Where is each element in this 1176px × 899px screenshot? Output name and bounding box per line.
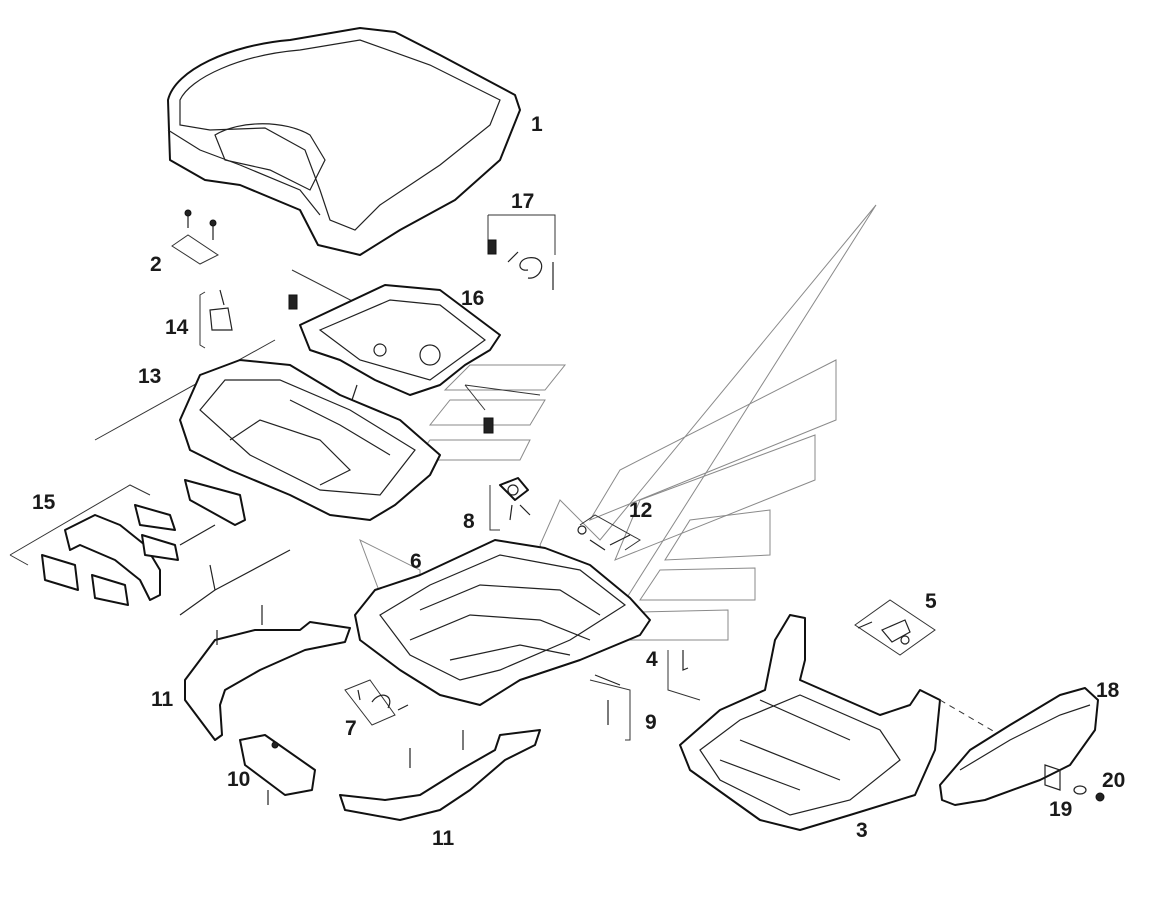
label-1: 1 [531, 113, 543, 136]
clip-5 [854, 599, 936, 656]
label-16: 16 [461, 287, 484, 310]
label-14: 14 [165, 316, 189, 339]
spring-kit [487, 214, 556, 290]
label-11-bottom: 11 [432, 827, 455, 850]
label-8: 8 [463, 510, 475, 533]
label-18: 18 [1096, 679, 1120, 702]
label-19: 19 [1049, 798, 1072, 821]
label-13: 13 [138, 365, 161, 388]
label-4: 4 [646, 648, 658, 671]
label-20: 20 [1102, 769, 1125, 792]
handle-assembly [9, 479, 291, 616]
side-rail-left [184, 605, 351, 741]
label-5: 5 [925, 590, 937, 613]
label-12: 12 [629, 499, 652, 522]
armrest [939, 687, 1099, 806]
bracket-14 [199, 289, 233, 349]
label-6: 6 [410, 550, 422, 573]
label-15: 15 [32, 491, 56, 514]
label-11-left: 11 [151, 688, 174, 711]
label-17: 17 [511, 190, 534, 213]
callout-labels: 1 2 3 4 5 6 7 8 9 10 11 11 12 13 14 15 1… [32, 113, 1125, 850]
label-10: 10 [227, 768, 250, 791]
label-2: 2 [150, 253, 162, 276]
base-plate [354, 539, 651, 706]
lever-10 [239, 734, 316, 805]
seat-pan [94, 339, 441, 521]
label-9: 9 [645, 711, 657, 734]
base-frame [679, 614, 1001, 831]
label-3: 3 [856, 819, 868, 842]
plate-9 [589, 674, 631, 741]
side-rail-right [339, 729, 541, 821]
springs-12 [577, 514, 641, 551]
upper-frame-plate [288, 269, 541, 434]
label-7: 7 [345, 717, 357, 740]
seat-cushion [167, 27, 521, 256]
washer-nut [1044, 764, 1105, 802]
bracket-4 [667, 650, 701, 701]
pivot-8 [489, 477, 531, 531]
screws [171, 209, 219, 265]
clips-7 [344, 679, 409, 726]
